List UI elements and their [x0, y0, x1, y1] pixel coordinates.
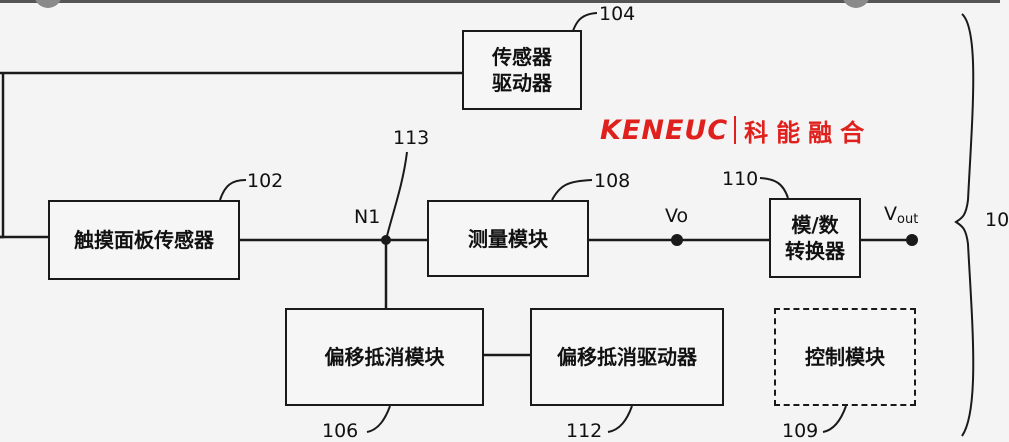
leader-108: [551, 179, 593, 201]
ref-104: 104: [599, 3, 636, 25]
measurement-module-label: 测量模块: [468, 226, 548, 251]
ad-converter-block: 模/数 转换器: [769, 198, 861, 278]
brand-logo-text: KENEUC: [600, 114, 729, 146]
ref-109: 109: [782, 420, 819, 442]
leader-110: [759, 177, 789, 199]
node-vout-label: Vout: [884, 203, 918, 227]
ref-102: 102: [247, 170, 284, 192]
leader-109: [822, 405, 847, 433]
system-brace: [954, 13, 975, 437]
control-module-label: 控制模块: [805, 345, 885, 369]
corner-mark-right: [843, 0, 869, 8]
vout-main: V: [884, 203, 897, 225]
leader-113: [385, 151, 408, 241]
sensor-driver-label: 传感器 驱动器: [492, 45, 552, 95]
top-border: [0, 0, 1000, 3]
wire-left-loop: [0, 73, 5, 239]
ref-112: 112: [566, 420, 603, 442]
ad-converter-label: 模/数 转换器: [785, 213, 845, 263]
offset-cancel-driver-block: 偏移抵消驱动器: [530, 308, 724, 406]
measurement-module-block: 测量模块: [427, 200, 589, 277]
ref-110: 110: [722, 168, 759, 190]
control-module-block: 控制模块: [774, 308, 916, 406]
node-vo-label: Vo: [665, 205, 689, 227]
node-vo-dot: [671, 234, 683, 246]
vout-subscript: out: [897, 212, 919, 227]
offset-cancel-module-label: 偏移抵消模块: [324, 345, 445, 369]
sensor-driver-block: 传感器 驱动器: [462, 30, 582, 110]
leader-102: [219, 179, 247, 201]
leader-106: [366, 405, 391, 433]
ref-108: 108: [594, 170, 631, 192]
brand-watermark: KENEUC 科能融合: [600, 113, 872, 147]
offset-cancel-driver-label: 偏移抵消驱动器: [557, 345, 697, 369]
leader-112: [607, 405, 633, 433]
touch-panel-sensor-block: 触摸面板传感器: [48, 200, 240, 280]
touch-panel-sensor-label: 触摸面板传感器: [74, 228, 214, 252]
brand-chinese-text: 科能融合: [744, 118, 873, 147]
ref-system: 10: [985, 209, 1009, 231]
corner-mark-left: [35, 0, 61, 8]
node-n1-label: N1: [354, 206, 381, 228]
node-vout-dot: [906, 234, 918, 246]
ref-113: 113: [393, 127, 430, 149]
brand-divider: [734, 116, 737, 144]
ref-106: 106: [322, 420, 359, 442]
offset-cancel-module-block: 偏移抵消模块: [285, 308, 484, 406]
